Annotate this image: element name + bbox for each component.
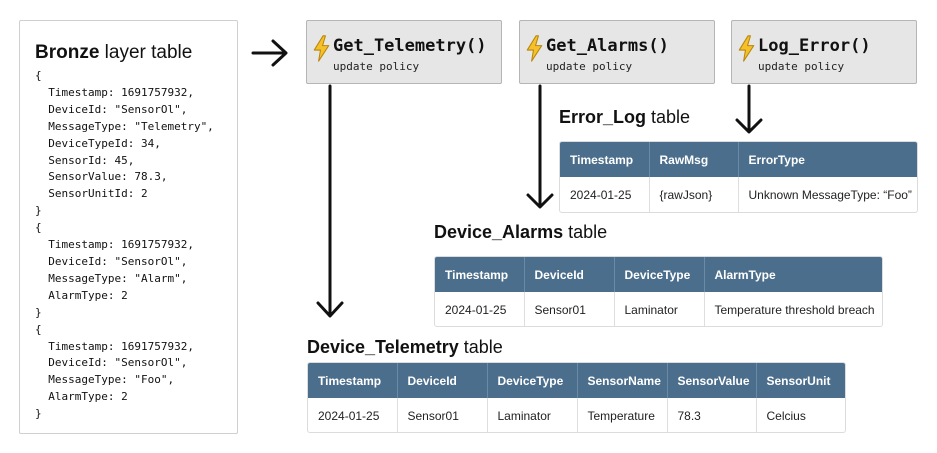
table-cell: {rawJson} bbox=[649, 177, 739, 212]
column-header: SensorName bbox=[577, 363, 668, 398]
table-cell: 2024-01-25 bbox=[560, 177, 650, 212]
lightning-bolt-icon bbox=[313, 35, 330, 62]
table-cell: Sensor01 bbox=[397, 398, 488, 432]
table-cell: 2024-01-25 bbox=[435, 292, 525, 326]
table-row: 2024-01-25 Sensor01 Laminator Temperatur… bbox=[435, 292, 882, 326]
bronze-layer-title: Bronze layer table bbox=[35, 41, 192, 65]
function-subtitle: update policy bbox=[546, 60, 633, 73]
column-header: Timestamp bbox=[435, 257, 525, 292]
function-name: Log_Error() bbox=[758, 36, 871, 56]
device-telemetry-title-bold: Device_Telemetry bbox=[307, 337, 459, 357]
column-header: DeviceType bbox=[614, 257, 705, 292]
bronze-title-bold: Bronze bbox=[35, 42, 100, 63]
device-alarms-title-bold: Device_Alarms bbox=[434, 222, 564, 242]
function-subtitle: update policy bbox=[333, 60, 420, 73]
bronze-layer-panel: Bronze layer table { Timestamp: 16917579… bbox=[19, 20, 238, 434]
table-cell: Temperature bbox=[577, 398, 668, 432]
column-header: SensorValue bbox=[667, 363, 757, 398]
table-cell: 2024-01-25 bbox=[308, 398, 398, 432]
function-subtitle: update policy bbox=[758, 60, 845, 73]
device-alarms-title-rest: table bbox=[563, 222, 608, 242]
error-log-title: Error_Log table bbox=[559, 106, 690, 128]
column-header: DeviceId bbox=[397, 363, 488, 398]
column-header: DeviceType bbox=[487, 363, 578, 398]
log-error-function-box: Log_Error() update policy bbox=[731, 20, 917, 84]
device-telemetry-title-rest: table bbox=[458, 337, 503, 357]
table-cell: Temperature threshold breach bbox=[714, 303, 875, 317]
table-cell: Laminator bbox=[487, 398, 578, 432]
function-name: Get_Alarms() bbox=[546, 36, 669, 56]
column-header: Timestamp bbox=[560, 142, 650, 177]
column-header: AlarmType bbox=[704, 257, 882, 292]
bronze-title-rest: layer table bbox=[99, 42, 193, 63]
column-header: RawMsg bbox=[649, 142, 739, 177]
lightning-bolt-icon bbox=[526, 35, 543, 62]
device-telemetry-table: Timestamp DeviceId DeviceType SensorName… bbox=[307, 362, 846, 433]
table-cell: Laminator bbox=[614, 292, 705, 326]
arrow-log-error-to-error-log bbox=[735, 84, 763, 134]
table-header-row: Timestamp DeviceId DeviceType SensorName… bbox=[308, 363, 845, 398]
table-cell: Celcius bbox=[766, 409, 806, 423]
function-name: Get_Telemetry() bbox=[333, 36, 487, 56]
get-telemetry-function-box: Get_Telemetry() update policy bbox=[306, 20, 502, 84]
column-header: DeviceId bbox=[524, 257, 615, 292]
table-cell: 78.3 bbox=[667, 398, 757, 432]
device-alarms-table: Timestamp DeviceId DeviceType AlarmType … bbox=[434, 256, 883, 327]
arrow-bronze-to-get-telemetry bbox=[251, 39, 288, 67]
column-header: SensorUnit bbox=[756, 363, 845, 398]
table-header-row: Timestamp RawMsg ErrorType bbox=[560, 142, 917, 177]
table-row: 2024-01-25 Sensor01 Laminator Temperatur… bbox=[308, 398, 845, 432]
bronze-json-records: { Timestamp: 1691757932, DeviceId: "Sens… bbox=[35, 69, 214, 421]
get-alarms-function-box: Get_Alarms() update policy bbox=[519, 20, 715, 84]
table-row: 2024-01-25 {rawJson} Unknown MessageType… bbox=[560, 177, 917, 212]
table-cell: Unknown MessageType: “Foo” bbox=[748, 188, 912, 202]
device-telemetry-title: Device_Telemetry table bbox=[307, 336, 503, 358]
device-alarms-title: Device_Alarms table bbox=[434, 221, 607, 243]
column-header: Timestamp bbox=[308, 363, 398, 398]
error-log-title-bold: Error_Log bbox=[559, 107, 647, 127]
column-header: ErrorType bbox=[738, 142, 917, 177]
table-cell: Sensor01 bbox=[524, 292, 615, 326]
lightning-bolt-icon bbox=[738, 35, 755, 62]
arrow-get-alarms-to-device-alarms bbox=[526, 84, 554, 209]
error-log-title-rest: table bbox=[646, 107, 691, 127]
error-log-table: Timestamp RawMsg ErrorType 2024-01-25 {r… bbox=[559, 141, 918, 213]
arrow-get-telemetry-to-device-telemetry bbox=[316, 84, 344, 318]
table-header-row: Timestamp DeviceId DeviceType AlarmType bbox=[435, 257, 882, 292]
